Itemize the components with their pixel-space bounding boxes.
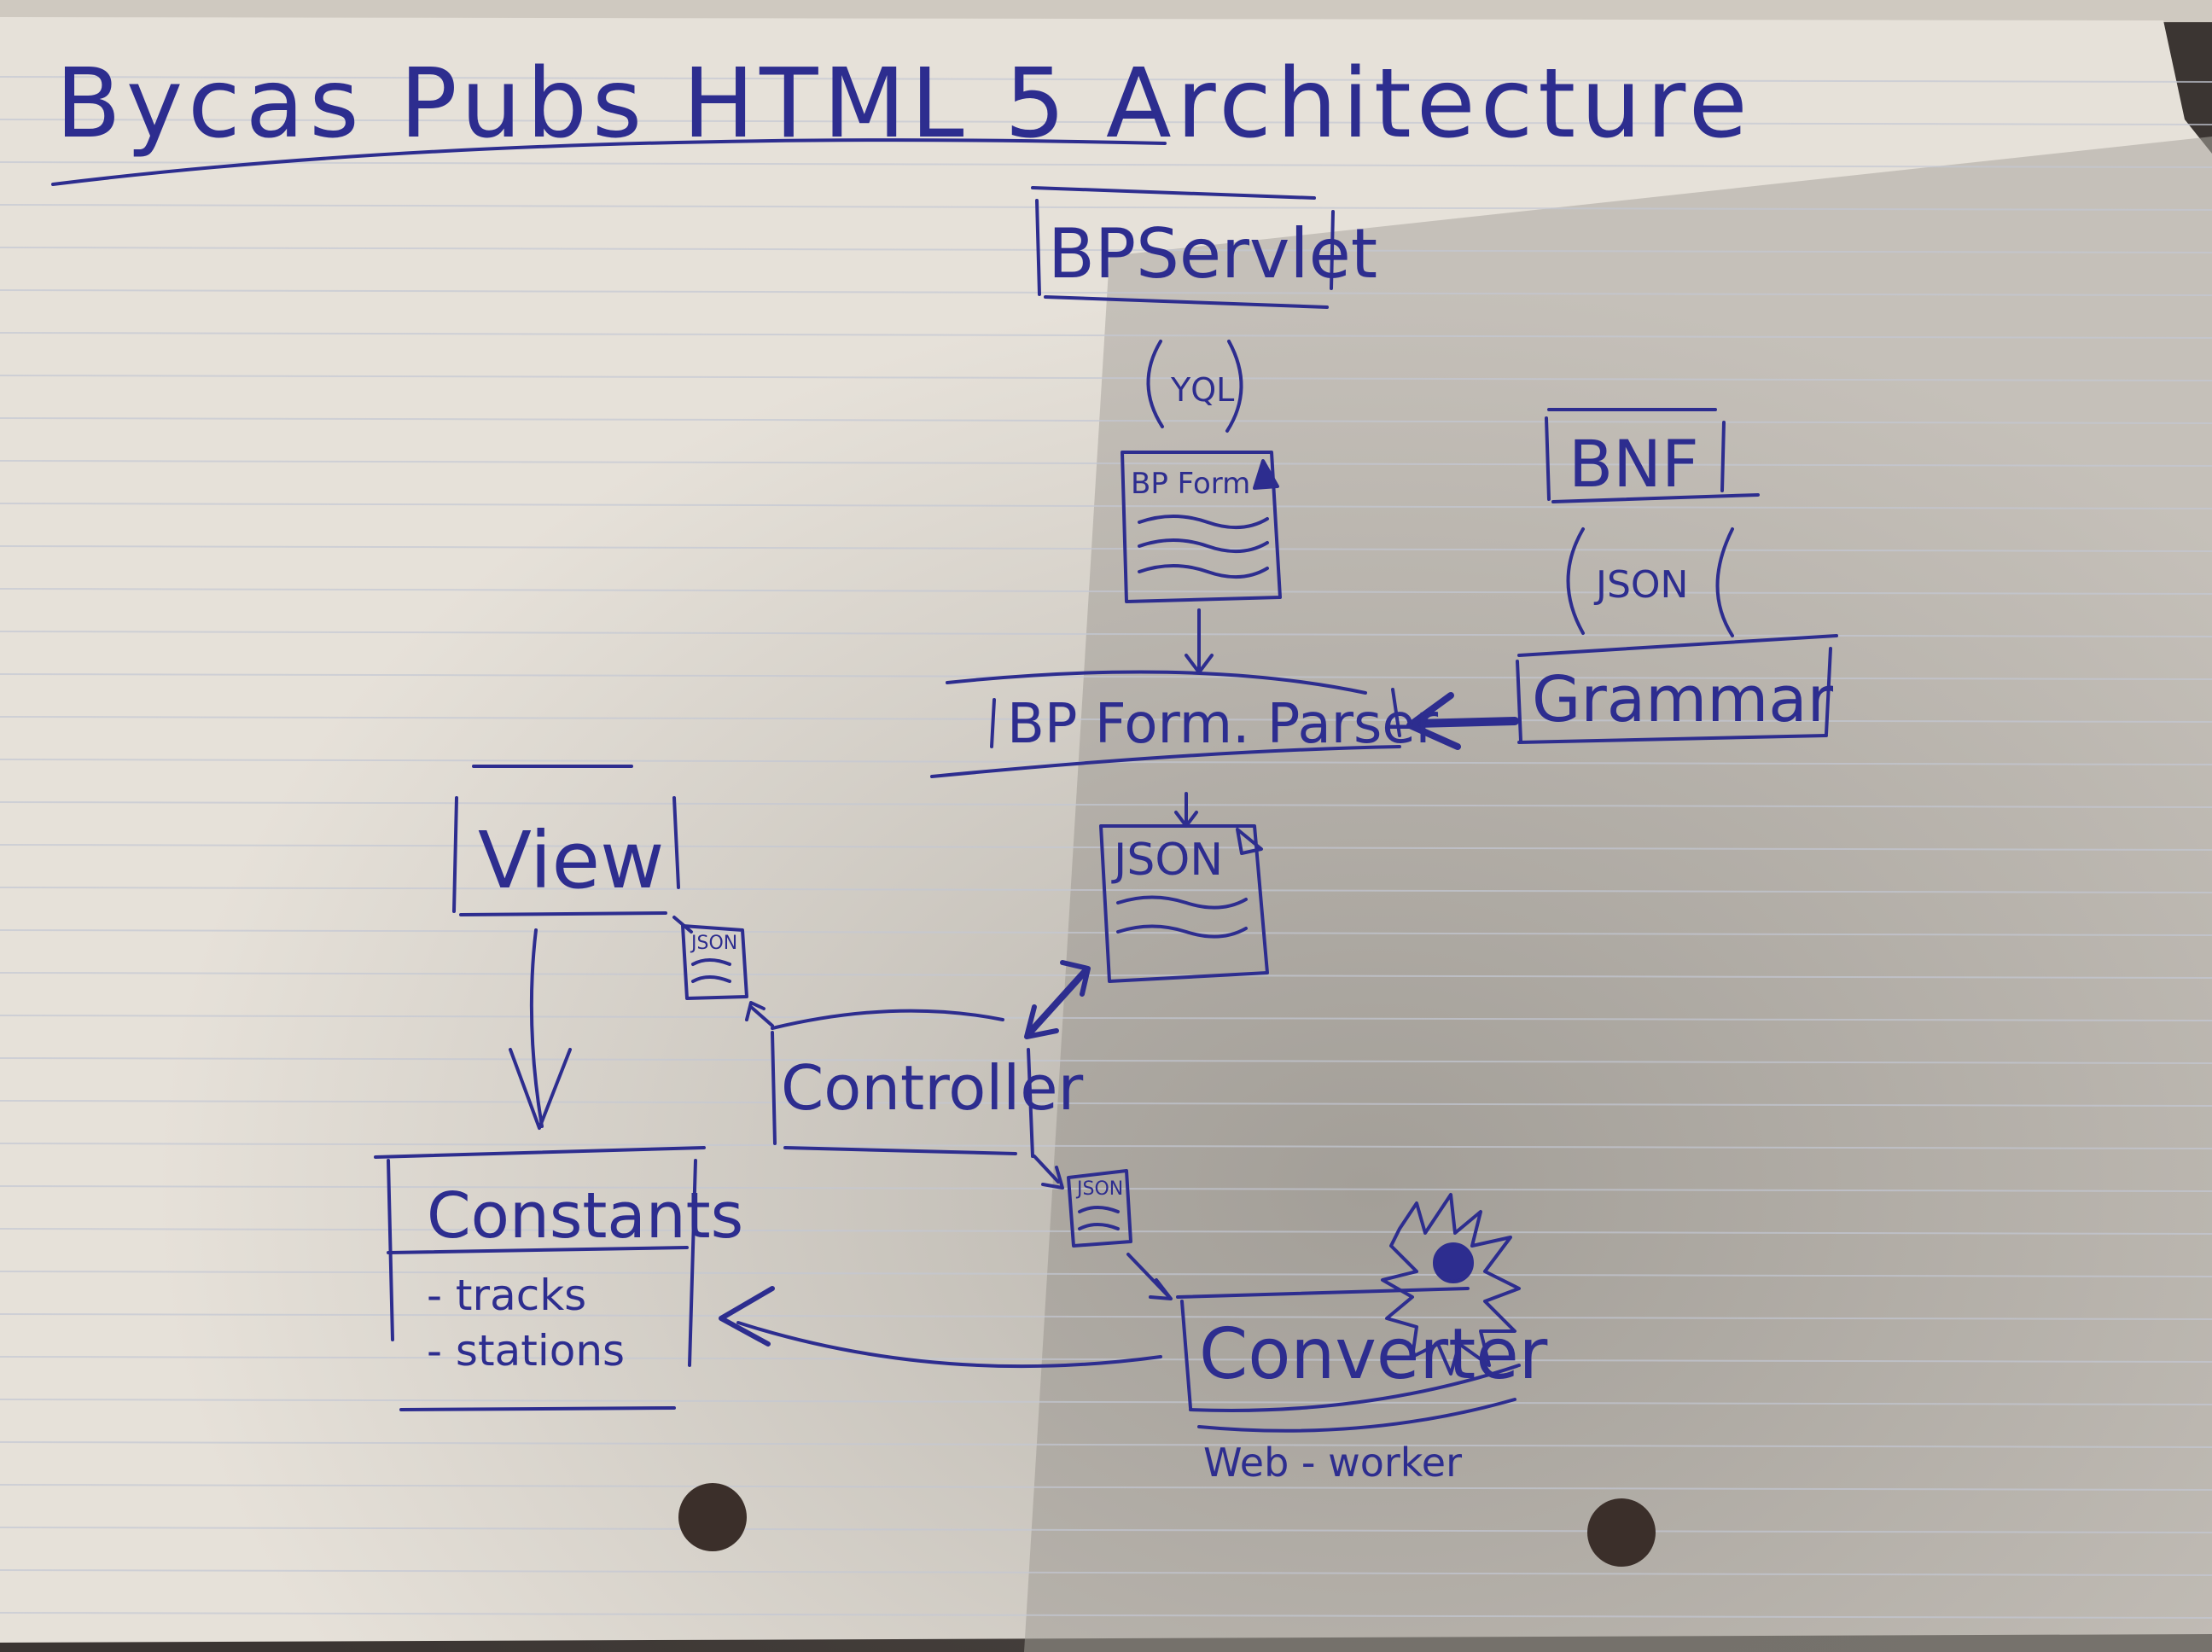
ruled-line: [0, 588, 2212, 595]
title-underline: [51, 138, 1167, 186]
ruled-line: [0, 1057, 2212, 1064]
ruled-line: [0, 503, 2212, 509]
ruled-line: [0, 1185, 2212, 1192]
bnf-box: [1545, 408, 1760, 503]
bnf-label: BNF: [1569, 426, 1699, 502]
ruled-line: [0, 1399, 2212, 1405]
ruled-line: [0, 1143, 2212, 1149]
bp-form-label: BP Form: [1131, 467, 1250, 501]
grammar-box: [1516, 634, 1838, 744]
arrow-controller-json: [1024, 960, 1091, 1039]
parser-box: [930, 670, 1401, 778]
json-doc: [1099, 824, 1269, 983]
arrow-converter-to-constants: [736, 1321, 1162, 1369]
arrow-grammar-to-parser: [1406, 692, 1519, 750]
ruled-line: [0, 119, 2212, 125]
json-small-converter: [1067, 1169, 1132, 1248]
yql-connector: [1146, 340, 1243, 433]
constants-label: Constants: [427, 1179, 743, 1253]
ruled-lines: [0, 76, 2212, 1619]
ruled-line: [0, 76, 2212, 83]
json-small-view-label: JSON: [690, 933, 737, 954]
ruled-line: [0, 417, 2212, 424]
json-connector-label: JSON: [1593, 563, 1688, 607]
arrow-view-to-constants-head: [509, 1048, 572, 1130]
ruled-line: [0, 1527, 2212, 1533]
ruled-line: [0, 247, 2212, 253]
ruled-line: [0, 332, 2212, 339]
ruled-line: [0, 1484, 2212, 1491]
json-small-view: [672, 916, 748, 1000]
constants-item-tracks: - tracks: [427, 1271, 586, 1320]
converter-box: [1176, 1287, 1521, 1433]
ruled-line: [0, 631, 2212, 637]
ruled-line: [0, 1356, 2212, 1363]
parser-label: BP Form. Parser: [1007, 693, 1439, 756]
view-box: [452, 765, 680, 916]
ruled-line: [0, 204, 2212, 211]
arrow-controller-view-json: [749, 1005, 774, 1027]
ruled-line: [0, 972, 2212, 979]
converter-label: Converter: [1199, 1314, 1548, 1395]
punch-hole-right: [1587, 1498, 1656, 1567]
yql-label: YQL: [1170, 371, 1234, 409]
ruled-line: [0, 1015, 2212, 1021]
grammar-label: Grammar: [1532, 663, 1834, 736]
ruled-line: [0, 1441, 2212, 1448]
controller-box: [771, 1009, 1034, 1158]
ruled-line: [0, 460, 2212, 467]
ruled-line: [0, 801, 2212, 808]
json-doc-label: JSON: [1111, 835, 1223, 886]
ruled-line: [0, 1313, 2212, 1320]
ruled-line: [0, 545, 2212, 552]
ruled-line: [0, 289, 2212, 296]
bp-form-doc: [1121, 451, 1282, 603]
ruled-line: [0, 1100, 2212, 1107]
servlet-box: [1031, 186, 1335, 309]
ruled-line: [0, 1569, 2212, 1576]
ruled-line: [0, 844, 2212, 851]
json-connector: [1566, 527, 1734, 637]
ruled-line: [0, 673, 2212, 680]
ruled-line: [0, 716, 2212, 723]
page-title: Bycas Pubs HTML 5 Architecture: [55, 49, 1753, 160]
punch-hole-left: [678, 1483, 747, 1551]
view-label: View: [478, 815, 664, 906]
json-small-converter-label: JSON: [1075, 1178, 1123, 1200]
controller-label: Controller: [781, 1052, 1084, 1124]
ruled-line: [0, 1612, 2212, 1619]
ruled-line: [0, 1228, 2212, 1235]
ruled-line: [0, 161, 2212, 168]
arrow-converter-to-constants-head: [719, 1286, 775, 1347]
starburst-icon: [1381, 1193, 1521, 1376]
servlet-label: BPServlet: [1048, 214, 1377, 294]
ruled-line: [0, 1271, 2212, 1277]
web-worker-label: Web - worker: [1203, 1440, 1462, 1486]
constants-box: [374, 1146, 706, 1411]
ruled-line: [0, 375, 2212, 381]
arrow-controller-converter: [1033, 1155, 1173, 1300]
constants-item-stations: - stations: [427, 1326, 625, 1376]
arrow-view-to-constants: [529, 928, 544, 1128]
